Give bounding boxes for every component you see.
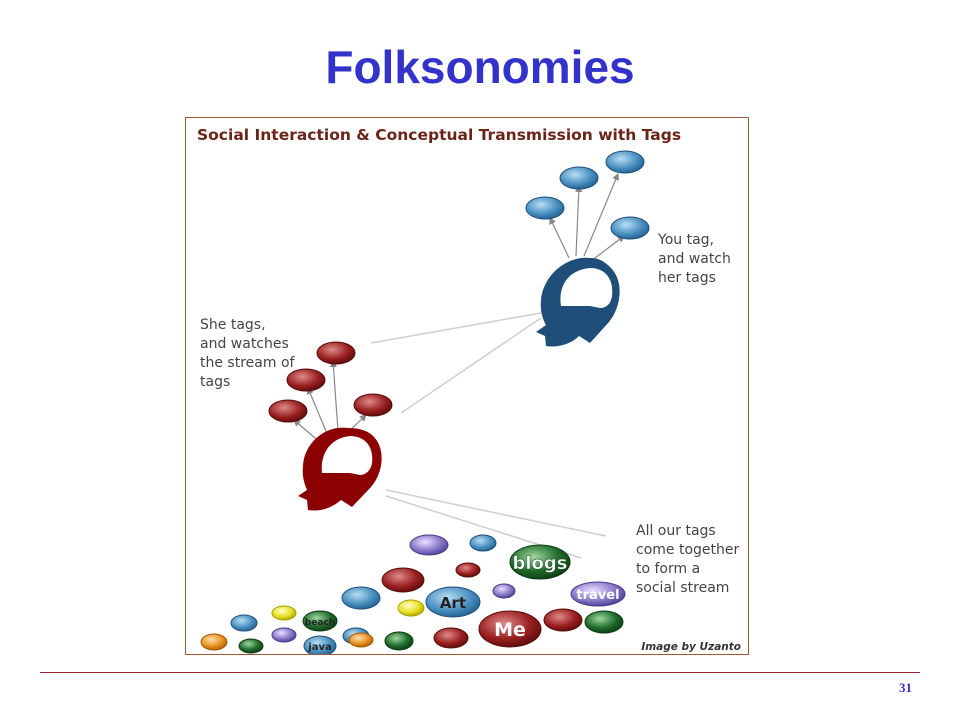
red-tag-bubble [316,341,356,365]
stream-bubble [397,599,425,617]
stream-bubble [341,586,381,610]
footer-divider [40,672,920,673]
stream-bubble [469,534,497,552]
social-stream-bubbles [200,534,626,654]
stream-bubble [271,605,297,621]
red-tag-bubbles [268,341,393,423]
blue-head-arrows [549,172,625,262]
folksonomy-diagram: Social Interaction & Conceptual Transmis… [185,117,749,655]
connector-lines [370,312,607,559]
stream-bubble [200,633,228,651]
red-tag-bubble [286,368,326,392]
blue-tag-bubble [610,216,650,240]
stream-bubble [381,567,425,593]
blue-head-silhouette [536,257,620,347]
stream-bubble [271,627,297,643]
blue-tag-bubbles [525,150,650,240]
stream-bubble [455,562,481,578]
blue-tag-bubble [605,150,645,174]
stream-bubble [348,632,374,648]
tag-beach-bubble [302,610,338,632]
blue-tag-bubble [559,166,599,190]
red-tag-bubble [353,393,393,417]
stream-bubble [543,608,583,632]
figure-heading: Social Interaction & Conceptual Transmis… [197,126,681,144]
tag-beach-label: beach [305,618,335,628]
stream-bubble [584,610,624,634]
blue-tag-bubble [525,196,565,220]
tag-me-label: Me [494,619,526,641]
stream-bubble [409,534,449,556]
tag-art-bubble [425,586,481,618]
stream-bubble [238,638,264,654]
image-credit: Image by Uzanto [641,641,741,653]
stream-bubble [230,614,258,632]
tag-blogs-bubble [509,544,571,580]
diagram-canvas: Social Interaction & Conceptual Transmis… [197,126,744,654]
tag-art-label: Art [440,594,466,612]
stream-bubble [433,627,469,649]
tag-java-bubble [303,635,337,654]
stream-bubble [384,631,414,651]
red-head-silhouette [298,427,382,511]
tag-me-bubble [478,610,542,648]
all-tags-note: All our tags come together to form a soc… [636,523,744,596]
tag-travel-bubble [570,581,626,607]
slide-title: Folksonomies [325,41,635,93]
red-tag-bubble [268,399,308,423]
she-tags-note: She tags, and watches the stream of tags [200,317,299,390]
page-number: 31 [899,680,912,695]
you-tag-note: You tag, and watch her tags [657,232,735,286]
stream-bubble [492,583,516,599]
tag-blogs-label: blogs [512,553,567,574]
tag-java-label: java [307,642,331,653]
tag-travel-label: travel [576,588,619,603]
